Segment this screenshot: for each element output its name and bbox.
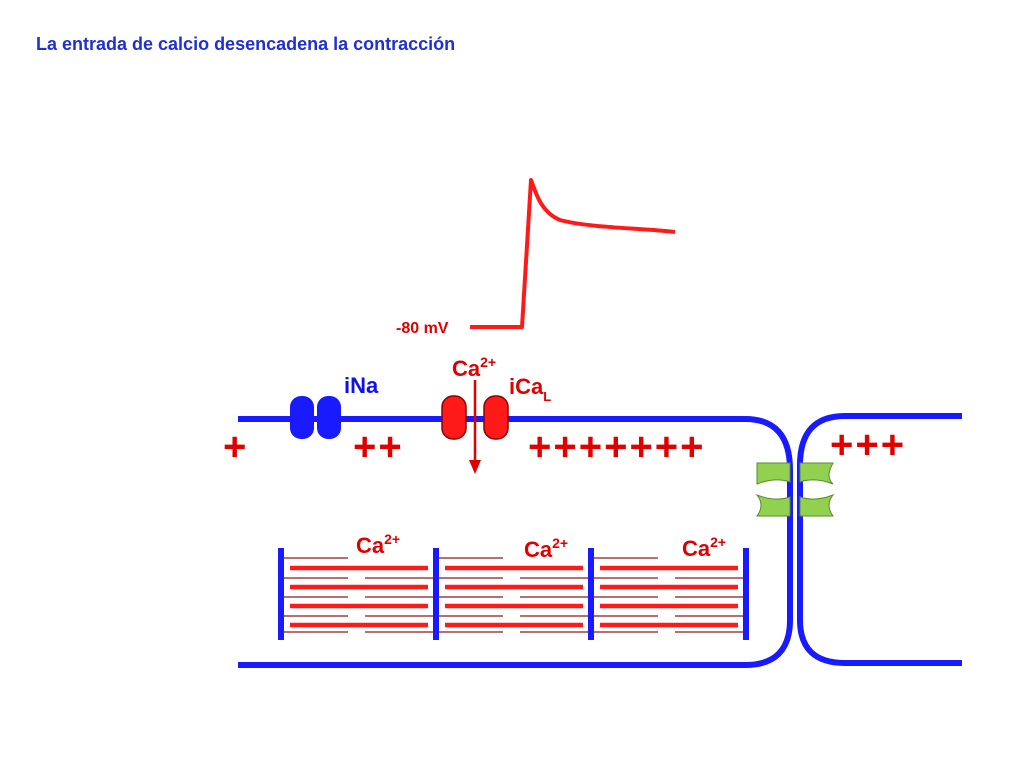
action-potential-trace [470, 178, 676, 329]
action-potential: -80 mV [396, 178, 676, 337]
thick-filaments [290, 565, 738, 628]
cell-membrane-left [238, 416, 793, 668]
connexon-icon [755, 493, 791, 517]
connexon-icon [756, 462, 791, 485]
gap-junction [755, 462, 835, 517]
sarcomere-calcium-labels: Ca2+ Ca2+ Ca2+ [356, 531, 726, 562]
calcium-channel: Ca2+ iCaL [441, 354, 551, 474]
sarcomere-calcium-label: Ca2+ [682, 534, 726, 561]
charge-group-3: +++++++ [528, 425, 706, 469]
calcium-ion-label: Ca2+ [452, 354, 496, 381]
charge-group-4: +++ [830, 423, 906, 467]
sodium-channel-subunit [317, 396, 341, 439]
positive-charges: + ++ +++++++ +++ [223, 423, 906, 469]
membrane-top-left [238, 416, 793, 668]
sarcomere-calcium-label: Ca2+ [356, 531, 400, 558]
charge-group-1: + [223, 425, 246, 469]
thin-filaments [284, 557, 743, 633]
sodium-current-label: iNa [344, 373, 379, 398]
sarcomeres: Ca2+ Ca2+ Ca2+ [278, 531, 749, 640]
sodium-channel-subunit [290, 396, 314, 439]
z-lines [278, 548, 749, 640]
calcium-influx-arrowhead [469, 460, 481, 474]
calcium-channel-subunit [483, 395, 509, 440]
calcium-current-label: iCaL [509, 374, 551, 404]
sarcomere-calcium-label: Ca2+ [524, 535, 568, 562]
charge-group-2: ++ [353, 425, 404, 469]
calcium-channel-subunit [441, 395, 467, 440]
connexon-icon [799, 462, 834, 485]
sodium-channel: iNa [290, 373, 379, 439]
slide-title: La entrada de calcio desencadena la cont… [36, 34, 456, 54]
connexon-icon [799, 493, 835, 517]
resting-potential-label: -80 mV [396, 320, 449, 337]
